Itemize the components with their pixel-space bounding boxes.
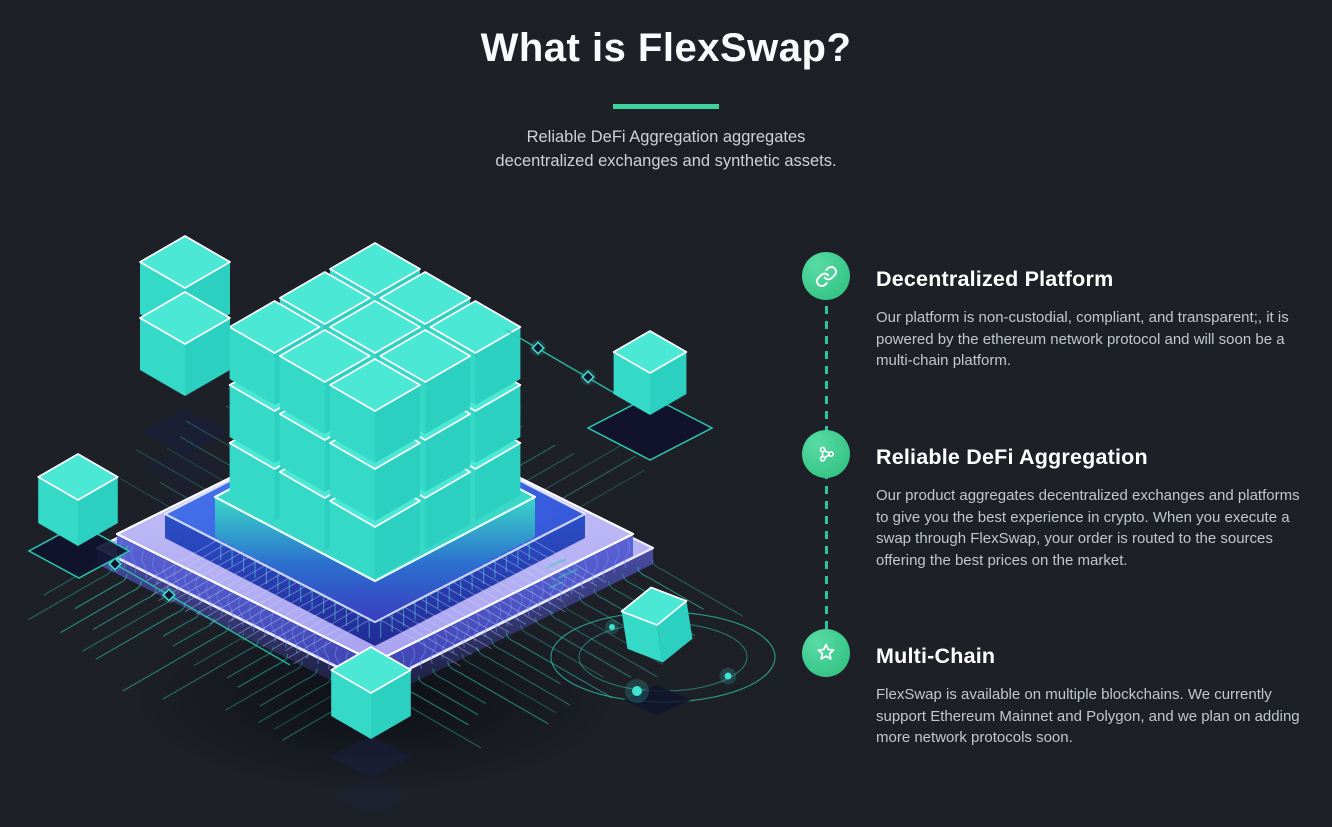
link-icon	[802, 252, 850, 300]
feature-description: Our platform is non-custodial, compliant…	[876, 309, 1289, 369]
feature-text: Reliable DeFi Aggregation Our product ag…	[876, 430, 1316, 571]
title-underline	[613, 104, 719, 109]
feature-list: Decentralized Platform Our platform is n…	[802, 0, 1318, 827]
feature-description: Our product aggregates decentralized exc…	[876, 487, 1300, 569]
feature-description: FlexSwap is available on multiple blockc…	[876, 686, 1300, 746]
isometric-blockchain-illustration	[27, 235, 776, 827]
subtitle-line-2: decentralized exchanges and synthetic as…	[495, 152, 837, 170]
feature-decentralized-platform: Decentralized Platform Our platform is n…	[802, 252, 1316, 372]
feature-text: Decentralized Platform Our platform is n…	[876, 252, 1316, 372]
feature-title: Reliable DeFi Aggregation	[876, 445, 1148, 469]
share-network-icon	[802, 430, 850, 478]
feature-text: Multi-Chain FlexSwap is available on mul…	[876, 629, 1316, 749]
feature-title: Multi-Chain	[876, 644, 996, 668]
section-subtitle: Reliable DeFi Aggregation aggregates dec…	[0, 125, 1332, 173]
feature-title: Decentralized Platform	[876, 267, 1114, 291]
page-title: What is FlexSwap?	[480, 26, 852, 70]
star-icon	[802, 629, 850, 677]
subtitle-line-1: Reliable DeFi Aggregation aggregates	[526, 128, 806, 146]
section-header: What is FlexSwap? Reliable DeFi Aggregat…	[0, 24, 1332, 173]
feature-multi-chain: Multi-Chain FlexSwap is available on mul…	[802, 629, 1316, 749]
feature-reliable-defi-aggregation: Reliable DeFi Aggregation Our product ag…	[802, 430, 1316, 571]
